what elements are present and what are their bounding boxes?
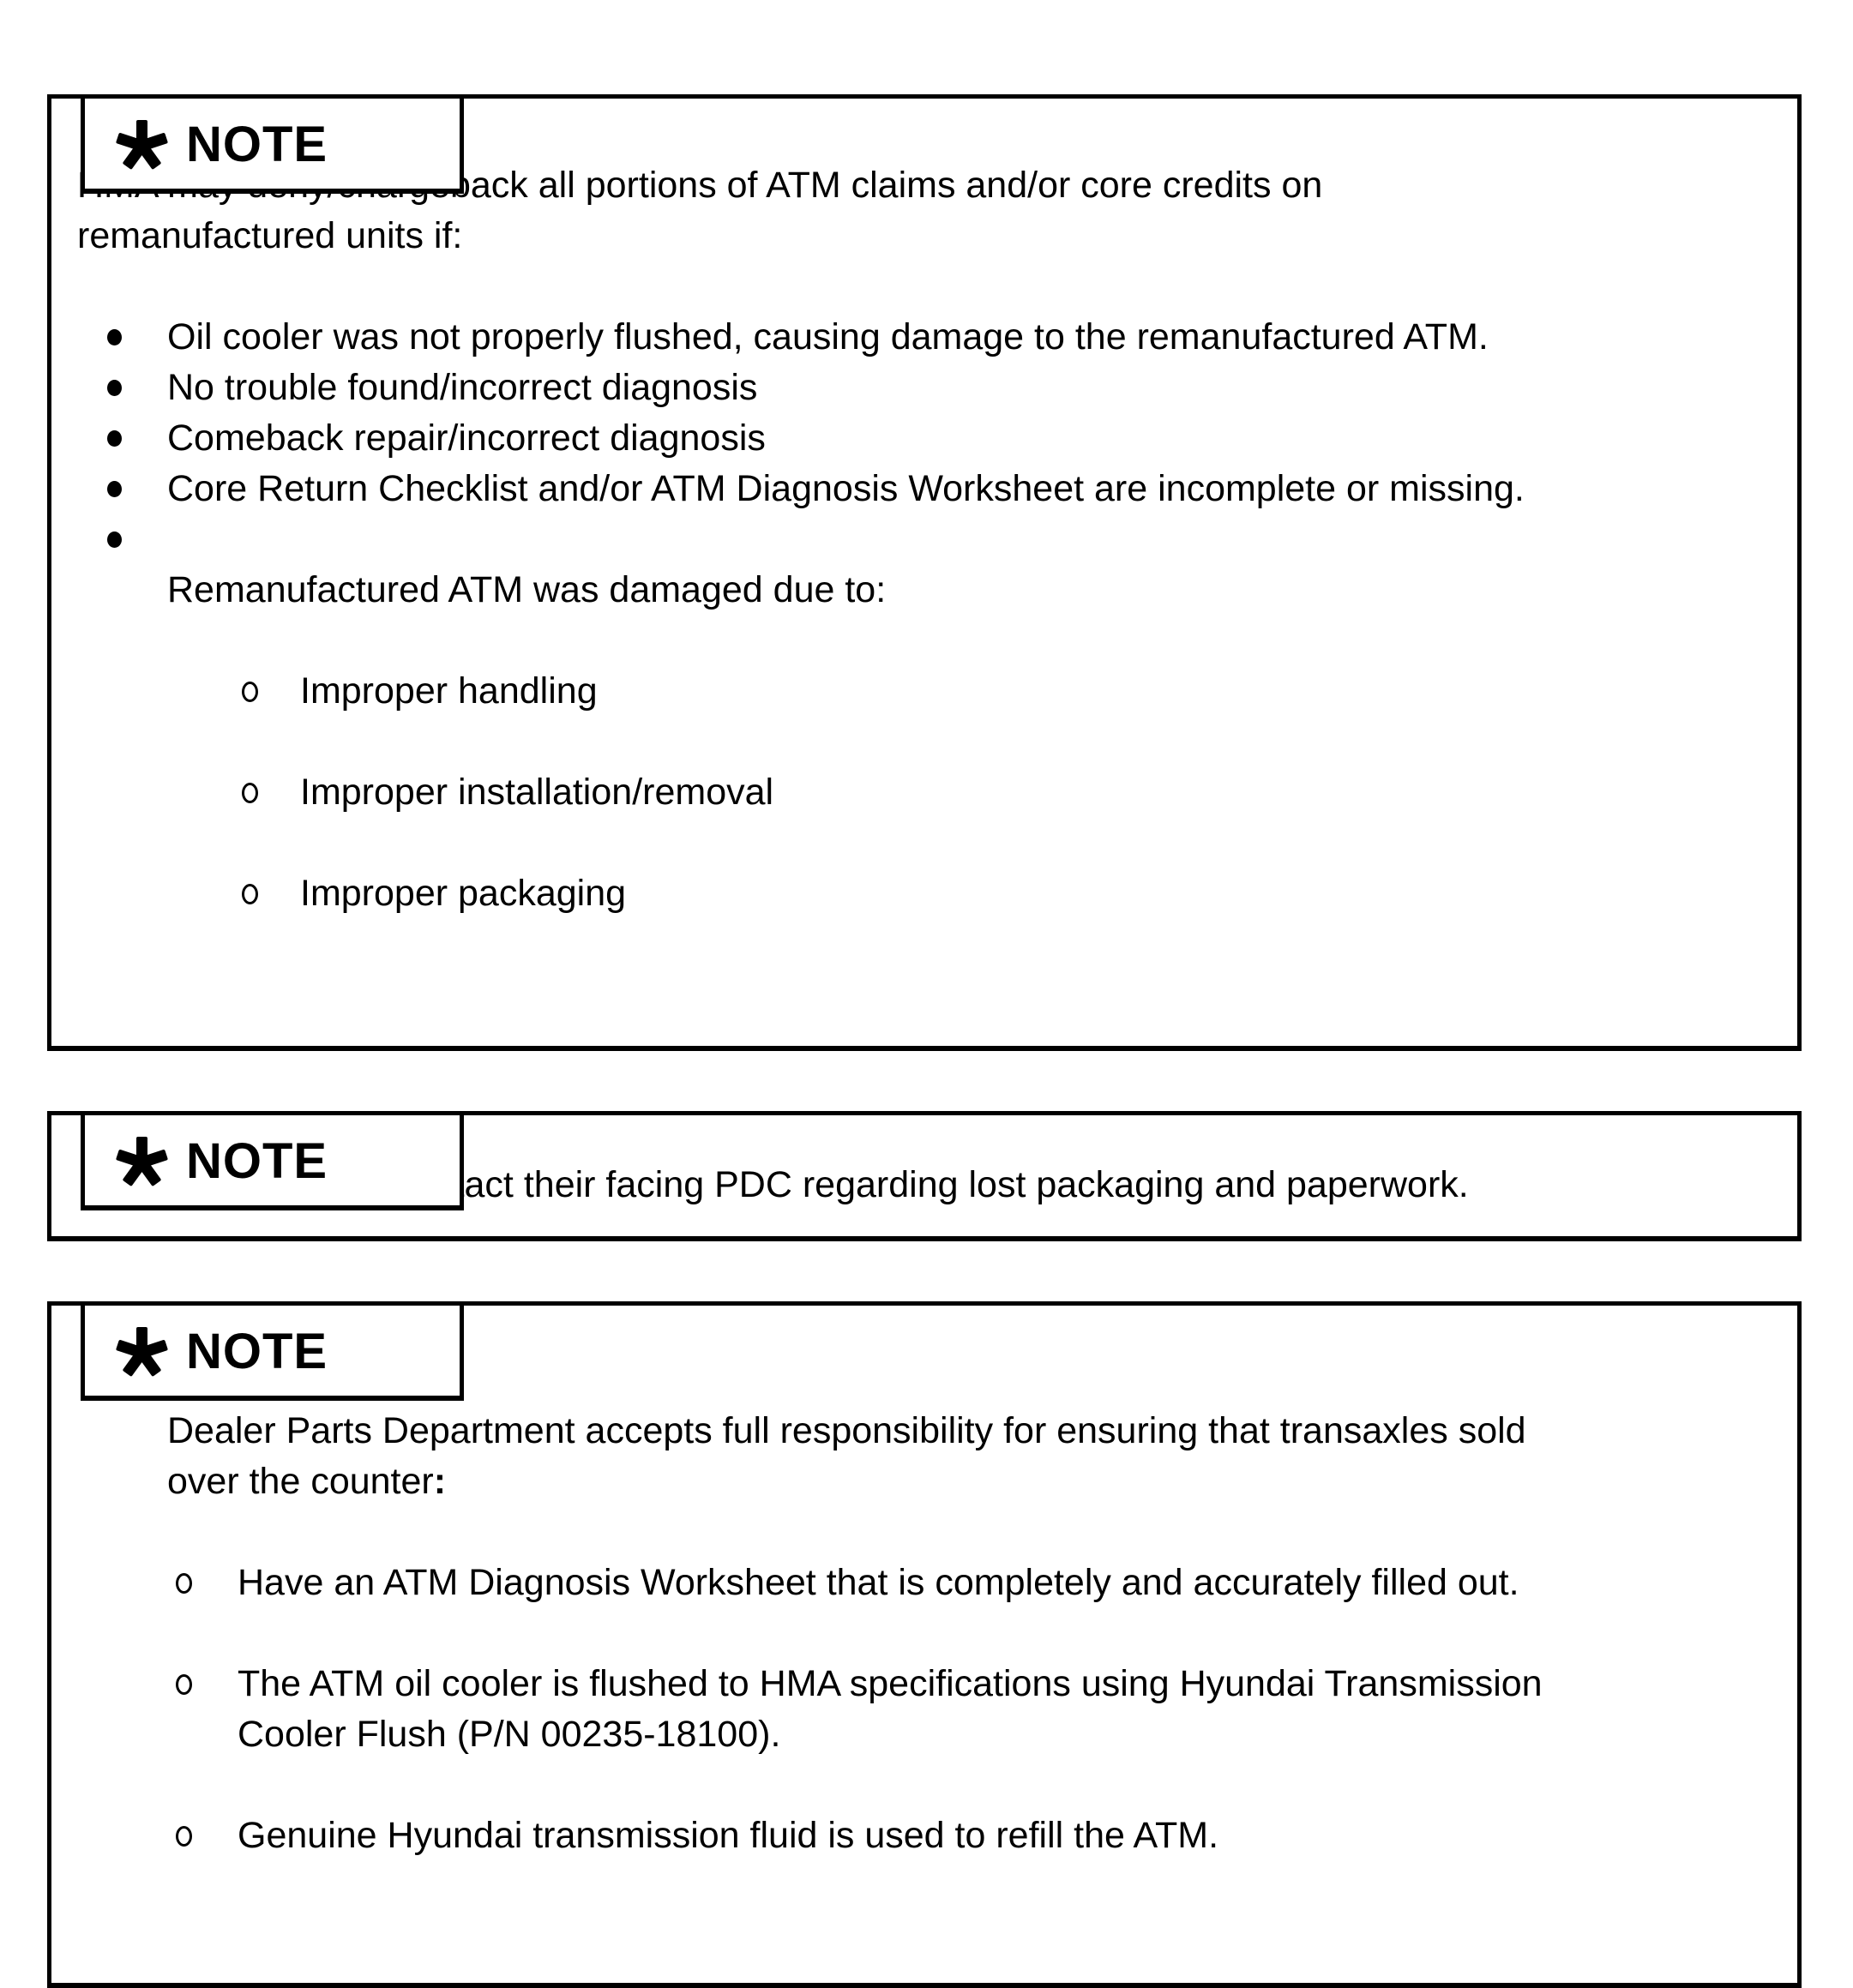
note-box: HMA may deny/chargeback all portions of … xyxy=(47,94,1802,1051)
circle-icon xyxy=(242,868,300,919)
bullet-icon xyxy=(107,413,167,464)
note-tab-label: NOTE xyxy=(186,116,328,172)
note-block-1: NOTE HMA may deny/chargeback all portion… xyxy=(47,94,1802,1051)
note-tab-label: NOTE xyxy=(186,1323,328,1379)
list-item: Core Return Checklist and/or ATM Diagnos… xyxy=(77,464,1766,514)
circle-icon xyxy=(176,1558,238,1608)
sub-list-item: Improper installation/removal xyxy=(167,767,886,818)
note-tab: NOTE xyxy=(81,1301,464,1401)
asterisk-icon xyxy=(115,1135,168,1186)
note-block-2: NOTE Dealers must contact their facing P… xyxy=(47,1111,1802,1241)
list-item: No trouble found/incorrect diagnosis xyxy=(77,363,1766,413)
asterisk-icon xyxy=(115,1325,168,1377)
list-item-text: No trouble found/incorrect diagnosis xyxy=(167,367,758,408)
bullet-icon xyxy=(107,464,167,514)
sub-list-item-text: Have an ATM Diagnosis Worksheet that is … xyxy=(238,1562,1519,1603)
list-item: Dealers must contact their facing PDC re… xyxy=(77,1160,1766,1210)
sub-list-item-text: Improper handling xyxy=(300,670,598,712)
list-item-text: Dealers must contact their facing PDC re… xyxy=(167,1164,1469,1205)
list-item: Dealer Parts Department accepts full res… xyxy=(77,1355,1766,1962)
sub-list-item: The ATM oil cooler is flushed to HMA spe… xyxy=(167,1659,1543,1760)
sub-list-item: Improper handling xyxy=(167,666,886,717)
bullet-list: Oil cooler was not properly flushed, cau… xyxy=(77,312,1766,1020)
circle-icon xyxy=(176,1811,238,1861)
note-tab: NOTE xyxy=(81,1111,464,1210)
bullet-list: Dealer Parts Department accepts full res… xyxy=(77,1355,1766,1962)
note-tab: NOTE xyxy=(81,94,464,194)
list-item-text: Core Return Checklist and/or ATM Diagnos… xyxy=(167,468,1525,509)
sub-bullet-list: Improper handling Improper installation/… xyxy=(167,616,886,970)
list-item-label: Remanufactured ATM was damaged due to: xyxy=(167,569,887,610)
bullet-icon xyxy=(107,514,167,565)
bullet-icon xyxy=(107,312,167,363)
sub-list-item: Have an ATM Diagnosis Worksheet that is … xyxy=(167,1558,1543,1608)
note-tab-label: NOTE xyxy=(186,1132,328,1189)
note-box: Dealer Parts Department accepts full res… xyxy=(47,1301,1802,1988)
list-item: Oil cooler was not properly flushed, cau… xyxy=(77,312,1766,363)
asterisk-icon xyxy=(115,118,168,170)
circle-icon xyxy=(176,1659,238,1709)
list-item-text: Comeback repair/incorrect diagnosis xyxy=(167,417,766,459)
circle-icon xyxy=(242,767,300,818)
list-item: Comeback repair/incorrect diagnosis xyxy=(77,413,1766,464)
list-item-text: Remanufactured ATM was damaged due to: I… xyxy=(167,514,886,1020)
bullet-list: Dealers must contact their facing PDC re… xyxy=(77,1160,1766,1210)
list-item: Remanufactured ATM was damaged due to: I… xyxy=(77,514,1766,1020)
list-item-text: Dealer Parts Department accepts full res… xyxy=(167,1355,1543,1962)
sub-list-item-text: The ATM oil cooler is flushed to HMA spe… xyxy=(238,1663,1543,1755)
sub-list-item-text: Improper installation/removal xyxy=(300,772,774,813)
sub-list-item: Genuine Hyundai transmission fluid is us… xyxy=(167,1811,1543,1861)
list-item-label: Dealer Parts Department accepts full res… xyxy=(167,1410,1526,1502)
sub-list-item-text: Improper packaging xyxy=(300,873,627,914)
bullet-icon xyxy=(107,363,167,413)
circle-icon xyxy=(242,666,300,717)
bold-colon: : xyxy=(433,1461,447,1502)
note-block-3: NOTE Dealer Parts Department accepts ful… xyxy=(47,1301,1802,1988)
sub-list-item-text: Genuine Hyundai transmission fluid is us… xyxy=(238,1815,1219,1856)
sub-bullet-list: Have an ATM Diagnosis Worksheet that is … xyxy=(167,1507,1543,1912)
sub-list-item: Improper packaging xyxy=(167,868,886,919)
document-page: { "colors": { "ink": "#000000", "paper":… xyxy=(47,94,1802,1988)
list-item-text: Oil cooler was not properly flushed, cau… xyxy=(167,316,1489,357)
